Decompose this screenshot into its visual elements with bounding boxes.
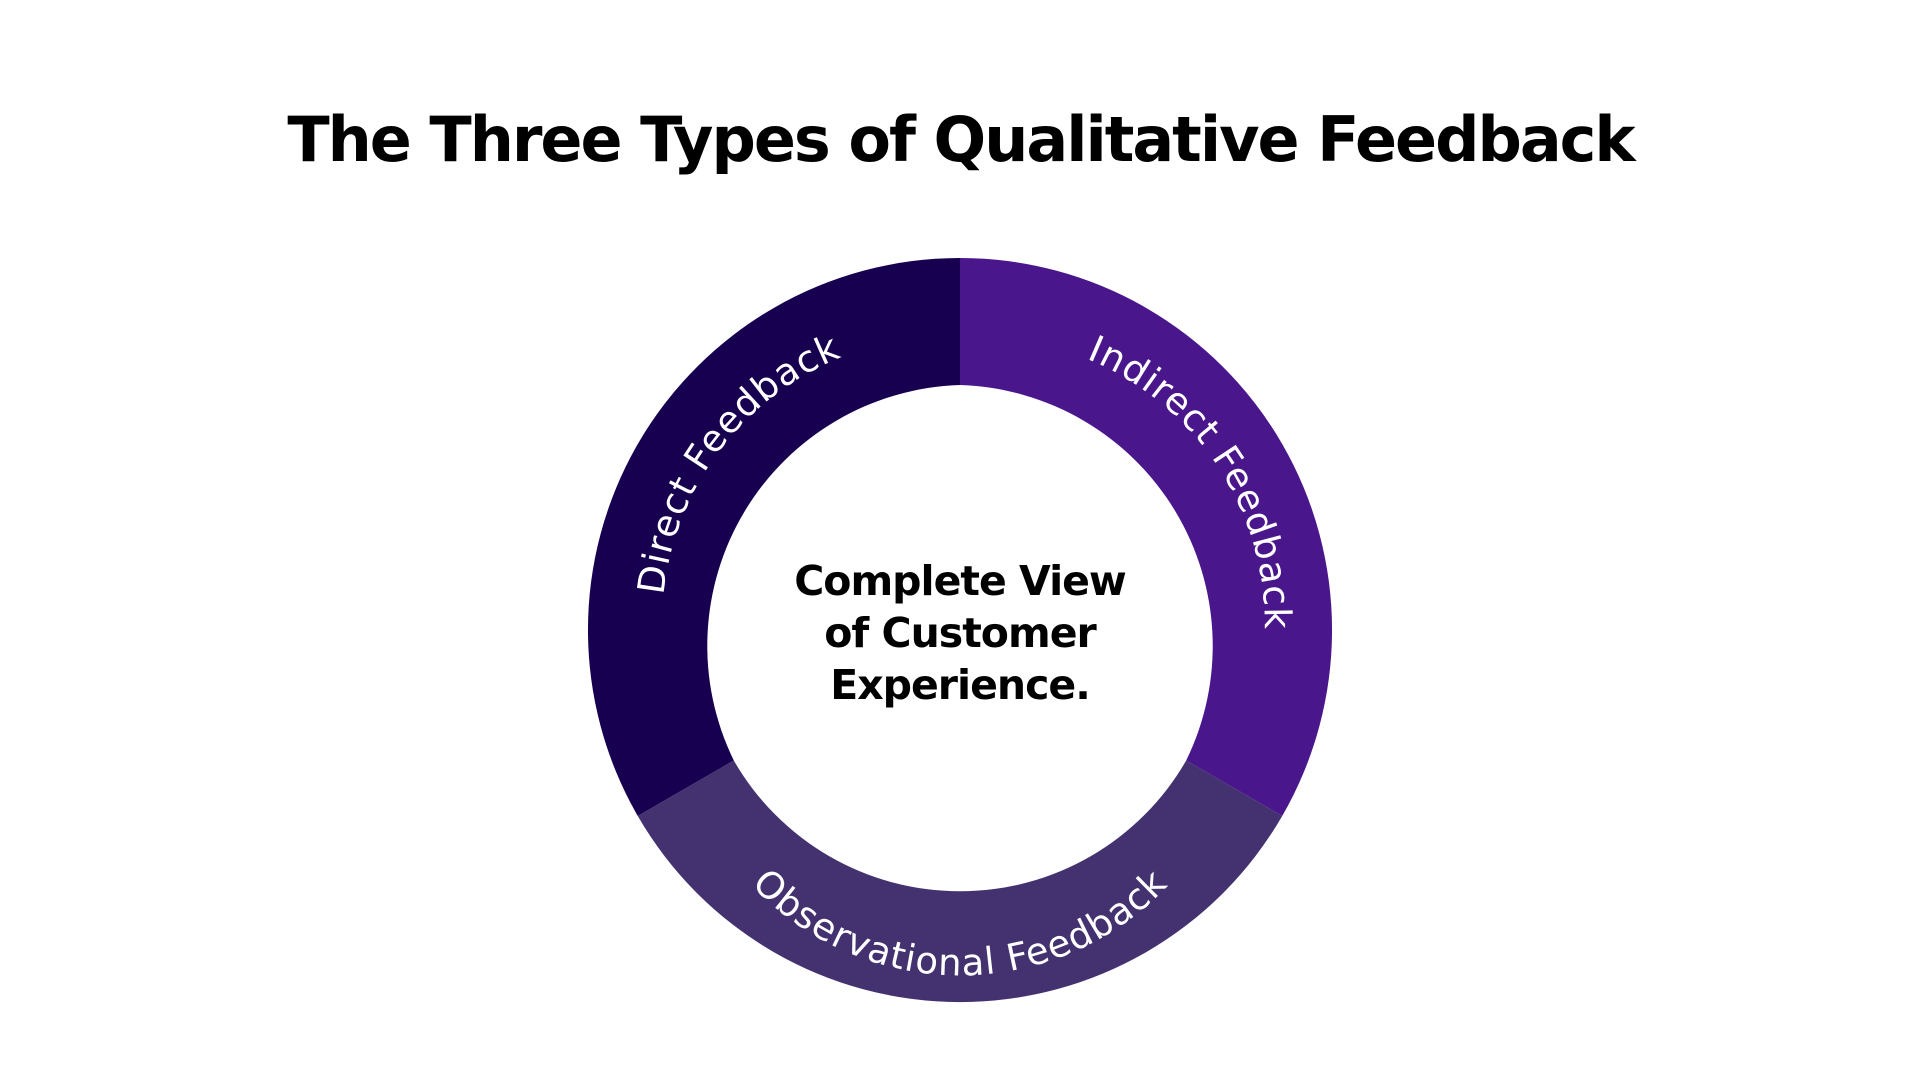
center-caption-line-1: Complete View xyxy=(794,557,1127,605)
page-title: The Three Types of Qualitative Feedback xyxy=(287,103,1635,176)
center-caption: Complete View of Customer Experience. xyxy=(760,555,1160,711)
ring-segment-indirect xyxy=(960,258,1333,816)
center-caption-line-2: of Customer xyxy=(824,609,1096,657)
ring-segment-observational xyxy=(637,760,1283,1003)
center-caption-line-3: Experience. xyxy=(830,661,1091,709)
ring-segment-direct xyxy=(587,258,960,816)
